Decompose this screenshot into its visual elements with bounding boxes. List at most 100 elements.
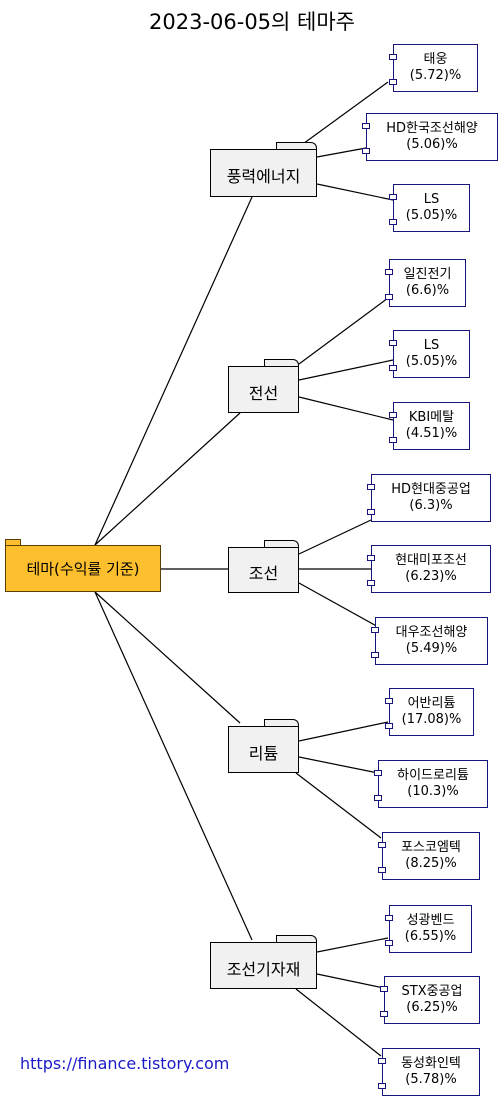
component-port-icon (362, 148, 370, 154)
component-port-icon (389, 54, 397, 60)
component-port-icon (389, 219, 397, 225)
stock-return: (8.25)% (405, 856, 457, 871)
edge-theme-3-stock-1 (298, 756, 379, 774)
theme-folder-tab (264, 719, 299, 727)
stock-node[interactable]: 일진전기 (6.6)% (389, 259, 466, 307)
theme-label: 리튬 (248, 743, 279, 763)
component-port-icon (380, 986, 388, 992)
theme-label: 조선 (248, 564, 279, 583)
component-port-icon (389, 365, 397, 371)
stock-return: (5.72)% (409, 68, 462, 83)
stock-return: (6.23)% (405, 569, 457, 584)
edge-theme-0-stock-1 (316, 147, 367, 158)
stock-node[interactable]: KBI메탈 (4.51)% (393, 402, 470, 450)
stock-node[interactable]: LS (5.05)% (393, 184, 470, 232)
stock-node[interactable]: 동성화인텍 (5.78)% (382, 1048, 480, 1096)
stock-return: (5.78)% (405, 1072, 457, 1087)
stock-name: 성광벤드 (406, 913, 455, 928)
component-port-icon (378, 842, 386, 848)
stock-name: 태웅 (423, 52, 448, 67)
component-port-icon (367, 509, 375, 515)
edge-root-theme-0 (94, 196, 253, 546)
theme-folder-tab (264, 359, 299, 367)
diagram-title: 2023-06-05의 테마주 (149, 10, 355, 34)
edge-theme-4-stock-2 (295, 988, 382, 1057)
stock-node[interactable]: 태웅 (5.72)% (393, 44, 478, 92)
component-port-icon (385, 915, 393, 921)
theme-node-1[interactable]: 전선 (228, 366, 299, 413)
component-port-icon (362, 123, 370, 129)
theme-label: 풍력에너지 (226, 167, 301, 186)
stock-return: (17.08)% (401, 712, 462, 727)
edge-root-theme-1 (94, 412, 241, 546)
component-port-icon (371, 652, 379, 658)
component-port-icon (367, 580, 375, 586)
stock-node[interactable]: 성광벤드 (6.55)% (389, 905, 472, 953)
stock-name: 포스코엠텍 (401, 840, 461, 855)
stock-name: HD현대중공업 (391, 482, 471, 497)
stock-name: HD한국조선해양 (386, 121, 478, 136)
stock-node[interactable]: STX중공업 (6.25)% (384, 976, 480, 1024)
theme-node-3[interactable]: 리튬 (228, 726, 299, 773)
component-port-icon (385, 723, 393, 729)
theme-folder-tab (276, 142, 317, 151)
stock-return: (5.05)% (405, 208, 458, 223)
stock-node[interactable]: HD현대중공업 (6.3)% (371, 474, 491, 522)
component-port-icon (367, 555, 375, 561)
edge-theme-1-stock-2 (298, 396, 394, 421)
component-port-icon (378, 1083, 386, 1089)
component-port-icon (374, 795, 382, 801)
component-port-icon (389, 79, 397, 85)
stock-node[interactable]: 현대미포조선 (6.23)% (371, 545, 491, 593)
edge-theme-1-stock-1 (298, 359, 394, 381)
theme-node-4[interactable]: 조선기자재 (210, 942, 317, 989)
edge-theme-1-stock-0 (298, 297, 389, 365)
stock-name: 대우조선해양 (395, 625, 468, 640)
stock-return: (5.05)% (405, 354, 458, 369)
edge-root-theme-3 (94, 591, 241, 724)
stock-name: 동성화인텍 (401, 1056, 461, 1071)
component-port-icon (389, 340, 397, 346)
component-port-icon (378, 1058, 386, 1064)
footer-link[interactable]: https://finance.tistory.com (20, 1054, 230, 1073)
stock-name: KBI메탈 (408, 410, 455, 425)
root-node[interactable]: 테마(수익률 기준) (5, 545, 161, 592)
component-port-icon (380, 1011, 388, 1017)
stock-return: (5.06)% (406, 137, 458, 152)
stock-node[interactable]: 포스코엠텍 (8.25)% (382, 832, 480, 880)
edge-root-theme-4 (94, 591, 253, 941)
stock-return: (6.25)% (406, 1000, 458, 1015)
theme-label: 조선기자재 (226, 959, 301, 979)
stock-return: (5.49)% (405, 641, 458, 656)
stock-name: LS (423, 192, 440, 207)
stock-node[interactable]: LS (5.05)% (393, 330, 470, 378)
theme-folder-tab (276, 935, 317, 944)
root-label: 테마(수익률 기준) (26, 560, 140, 578)
theme-node-0[interactable]: 풍력에너지 (210, 149, 317, 197)
stock-return: (6.3)% (409, 498, 453, 513)
component-port-icon (385, 294, 393, 300)
component-port-icon (389, 194, 397, 200)
stock-node[interactable]: 대우조선해양 (5.49)% (375, 617, 488, 665)
stock-name: STX중공업 (401, 984, 463, 999)
edge-theme-4-stock-0 (316, 937, 389, 953)
stock-node[interactable]: 어반리튬 (17.08)% (389, 688, 474, 736)
component-port-icon (385, 940, 393, 946)
stock-node[interactable]: HD한국조선해양 (5.06)% (366, 113, 498, 161)
edge-theme-3-stock-0 (298, 721, 389, 742)
edge-theme-0-stock-0 (295, 81, 389, 150)
theme-node-2[interactable]: 조선 (228, 547, 299, 593)
stock-return: (10.3)% (407, 784, 459, 799)
theme-folder-tab (264, 540, 299, 548)
component-port-icon (378, 867, 386, 873)
root-folder-tab (5, 539, 21, 546)
component-port-icon (367, 484, 375, 490)
edge-theme-4-stock-1 (316, 973, 385, 989)
edge-theme-2-stock-0 (298, 519, 372, 555)
stock-name: LS (423, 338, 440, 353)
stock-node[interactable]: 하이드로리튬 (10.3)% (378, 760, 488, 808)
edge-theme-0-stock-2 (316, 183, 394, 201)
edge-theme-3-stock-2 (295, 772, 382, 839)
stock-name: 현대미포조선 (395, 553, 467, 568)
